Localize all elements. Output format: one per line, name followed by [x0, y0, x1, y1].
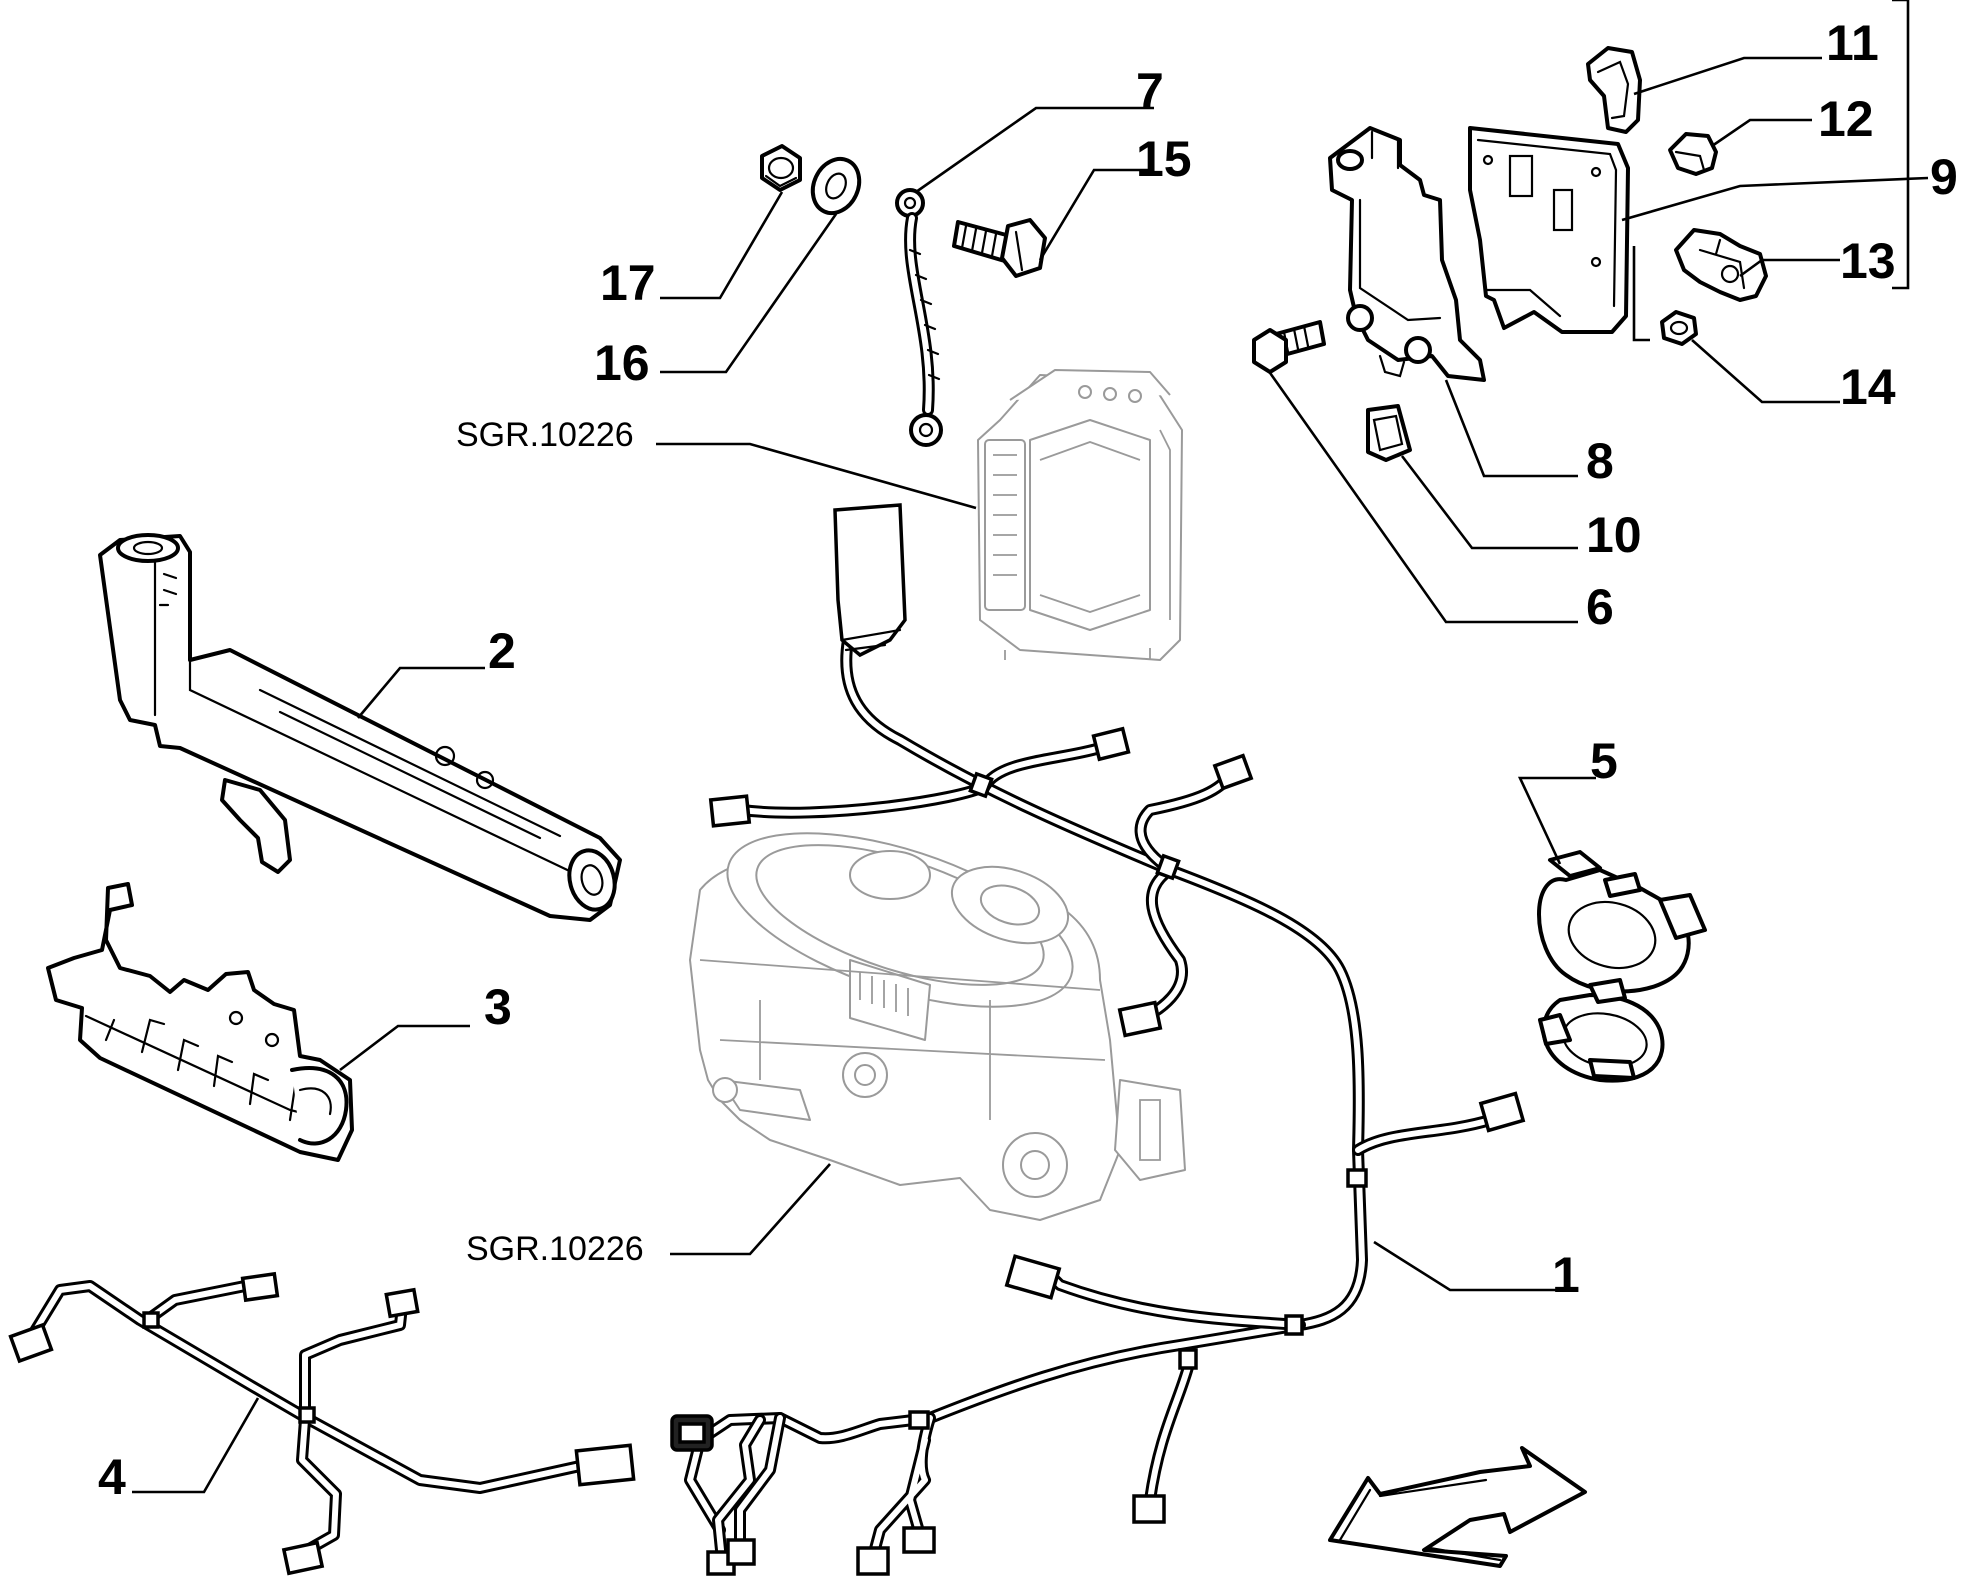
- callout-11: 11: [1826, 15, 1879, 71]
- leader-16: [660, 213, 838, 374]
- callout-9: 9: [1930, 149, 1958, 205]
- leader-4: [132, 1397, 260, 1494]
- leader-1: [1373, 1240, 1558, 1292]
- part-6-bolt: [1252, 320, 1326, 374]
- callout-5: 5: [1590, 733, 1618, 789]
- part-13-connector: [1674, 228, 1768, 302]
- part-2-cover: [98, 533, 622, 922]
- leader-12: [1711, 118, 1812, 148]
- part-1-main-harness: [670, 503, 1526, 1576]
- part-4-harness: [8, 1271, 636, 1576]
- leader-2: [357, 666, 485, 719]
- leader-throttle-ref: [670, 1163, 831, 1256]
- callout-14: 14: [1840, 359, 1896, 415]
- callout-4: 4: [98, 1449, 126, 1505]
- throttle-body-ghost: [689, 832, 1186, 1221]
- part-15-bolt: [952, 218, 1047, 278]
- leader-7: [915, 106, 1154, 194]
- callout-12: 12: [1818, 91, 1874, 147]
- callout-1: 1: [1552, 1247, 1580, 1303]
- part-3-bracket: [46, 882, 354, 1162]
- leader-13: [1739, 258, 1840, 278]
- callout-6: 6: [1586, 579, 1614, 635]
- callout-7: 7: [1136, 63, 1164, 119]
- callout-17: 17: [600, 255, 656, 311]
- callout-13: 13: [1840, 233, 1896, 289]
- part-14-nut: [1660, 310, 1698, 346]
- throttle-body-reference-label: SGR.10226: [466, 1230, 644, 1268]
- part-17-nut: [760, 144, 802, 192]
- part-9-board: [1468, 126, 1630, 334]
- orientation-arrow: [1328, 1446, 1587, 1568]
- callout-3: 3: [484, 979, 512, 1035]
- leader-5: [1517, 776, 1596, 865]
- ecu-reference-label: SGR.10226: [456, 416, 634, 454]
- leader-3: [339, 1024, 470, 1072]
- leader-15: [1038, 168, 1154, 261]
- part-10-clip: [1366, 404, 1412, 462]
- leader-10: [1400, 455, 1578, 550]
- leader-9: [1621, 176, 1929, 222]
- part-7-ground-strap: [895, 188, 943, 447]
- callout-15: 15: [1136, 131, 1192, 187]
- group-bracket-9: [1892, 0, 1910, 290]
- leader-lines: [132, 0, 1929, 1494]
- leader-17: [660, 191, 784, 300]
- group-bracket-8: [1632, 246, 1650, 342]
- part-12-plug: [1668, 132, 1718, 176]
- callout-10: 10: [1586, 507, 1642, 563]
- leader-ecu-ref: [656, 442, 977, 510]
- part-5-clamp: [1537, 850, 1707, 1083]
- part-8-bracket: [1328, 126, 1486, 382]
- callouts: 1 2 3 4 5 6 7 8 9 10 11 12 13 14 15 16 1…: [98, 15, 1958, 1505]
- leader-14: [1691, 339, 1840, 404]
- leader-6: [1266, 369, 1578, 624]
- leader-8: [1444, 379, 1578, 478]
- part-11-clip: [1586, 46, 1642, 134]
- part-16-washer: [810, 156, 862, 216]
- callout-2: 2: [488, 623, 516, 679]
- leader-11: [1633, 56, 1822, 96]
- ecu-ghost: [977, 369, 1183, 661]
- callout-8: 8: [1586, 433, 1614, 489]
- callout-16: 16: [594, 335, 650, 391]
